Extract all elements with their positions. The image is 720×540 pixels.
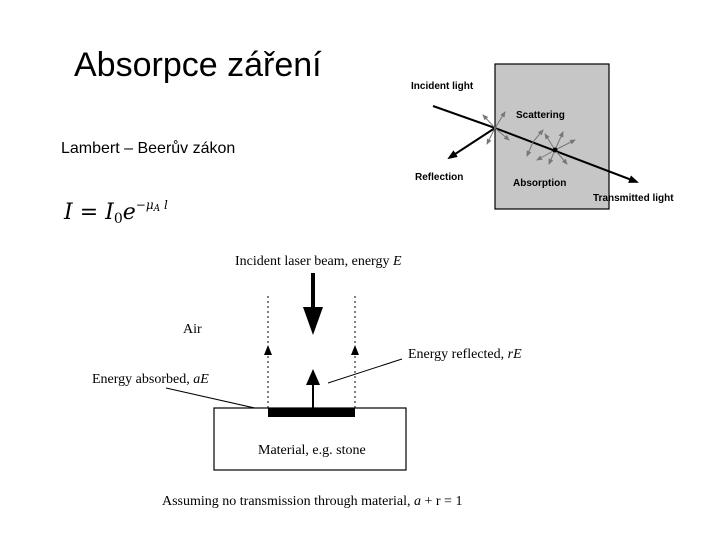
absorbed-pointer (165, 387, 269, 412)
formula-exp-base: e (122, 200, 136, 225)
reflected-ray (447, 127, 496, 160)
scattering-diagram: Incident light Scattering Reflection Abs… (411, 63, 674, 210)
scatter-arrows (482, 111, 576, 165)
formula-eq: = (79, 200, 99, 225)
reflected-energy-arrowhead (306, 369, 320, 385)
formula-lhs: I (64, 200, 73, 225)
label-reflection: Reflection (415, 172, 463, 183)
dotted-reflect-left-head (264, 345, 272, 355)
formula-exp-mu: μ (145, 198, 154, 212)
label-incident-light: Incident light (411, 81, 474, 92)
slide-title: Absorpce záření (74, 46, 322, 84)
label-absorption: Absorption (513, 178, 566, 189)
label-energy-absorbed: Energy absorbed, aE (92, 372, 209, 387)
slide-subtitle: Lambert – Beerův zákon (61, 140, 236, 157)
absorbed-layer (268, 408, 355, 417)
formula-exponent: −μA l (135, 198, 168, 214)
formula-exp-l: l (164, 198, 168, 212)
medium-box (494, 63, 610, 210)
label-scattering: Scattering (516, 110, 565, 121)
lambert-beer-formula: I = I0e−μA l (64, 198, 168, 227)
label-incident-laser: Incident laser beam, energy E (235, 254, 402, 269)
label-energy-reflected: Energy reflected, rE (408, 347, 522, 362)
formula-base: I (105, 200, 114, 225)
label-assumption: Assuming no transmission through materia… (162, 494, 462, 509)
label-material: Material, e.g. stone (258, 443, 366, 458)
transmitted-ray (494, 127, 639, 183)
formula-exp-mu-sub: A (153, 204, 161, 214)
laser-energy-diagram: Incident laser beam, energy E Air Energy… (92, 254, 522, 509)
dotted-reflect-right-head (351, 345, 359, 355)
incident-beam-arrowhead (303, 307, 323, 335)
material-block (213, 407, 407, 471)
incident-ray (432, 105, 496, 129)
label-air: Air (183, 322, 202, 337)
label-transmitted-light: Transmitted light (593, 193, 674, 204)
formula-exp-sign: − (135, 198, 146, 212)
reflected-pointer (327, 358, 403, 384)
absorption-dot (552, 147, 558, 153)
formula-base-sub: 0 (113, 211, 123, 227)
